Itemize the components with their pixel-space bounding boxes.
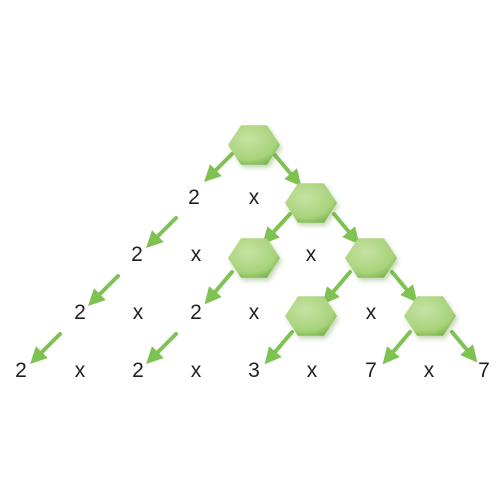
multiply-token: x bbox=[191, 359, 202, 382]
factor-token: 2 bbox=[131, 243, 143, 266]
multiply-token: x bbox=[307, 359, 318, 382]
multiply-token: x bbox=[424, 359, 435, 382]
arrow-icon bbox=[204, 152, 234, 182]
factor-token: 7 bbox=[478, 359, 490, 382]
arrow-icon bbox=[88, 274, 120, 306]
multiply-token: x bbox=[249, 301, 260, 324]
hexagon-icon bbox=[345, 238, 397, 278]
nodes bbox=[228, 125, 456, 336]
arrow-icon bbox=[382, 330, 412, 365]
arrow-icon bbox=[390, 270, 418, 303]
multiply-token: x bbox=[75, 359, 86, 382]
multiply-token: x bbox=[133, 301, 144, 324]
arrow-icon bbox=[322, 270, 352, 305]
factor-token: 2 bbox=[188, 186, 200, 209]
factor-token: 3 bbox=[248, 359, 260, 382]
hexagon-icon bbox=[228, 125, 280, 165]
multiply-token: x bbox=[191, 243, 202, 266]
arrow-icon bbox=[146, 216, 178, 248]
row-1: 2 x bbox=[188, 186, 260, 209]
arrow-icon bbox=[332, 212, 360, 245]
arrow-icon bbox=[146, 332, 178, 364]
row-4: 2 x 2 x 3 x 7 x 7 bbox=[15, 359, 490, 382]
arrow-icon bbox=[262, 212, 292, 245]
factor-token: 2 bbox=[132, 359, 144, 382]
row-2: 2 x x bbox=[131, 243, 317, 266]
factor-token: 2 bbox=[15, 359, 27, 382]
factor-token: 2 bbox=[190, 301, 202, 324]
hexagon-icon bbox=[228, 238, 280, 278]
branches bbox=[30, 152, 478, 365]
hexagon-icon bbox=[404, 296, 456, 336]
multiply-token: x bbox=[249, 186, 260, 209]
arrow-icon bbox=[272, 152, 302, 187]
hexagon-icon bbox=[285, 296, 337, 336]
hexagon-icon bbox=[285, 183, 337, 223]
arrow-icon bbox=[450, 330, 478, 363]
factor-token: 2 bbox=[74, 301, 86, 324]
arrow-icon bbox=[204, 270, 234, 305]
arrow-icon bbox=[264, 330, 294, 365]
arrow-icon bbox=[30, 332, 62, 364]
row-3: 2 x 2 x x bbox=[74, 301, 377, 324]
factor-token: 7 bbox=[365, 359, 377, 382]
multiply-token: x bbox=[366, 301, 377, 324]
multiply-token: x bbox=[306, 243, 317, 266]
